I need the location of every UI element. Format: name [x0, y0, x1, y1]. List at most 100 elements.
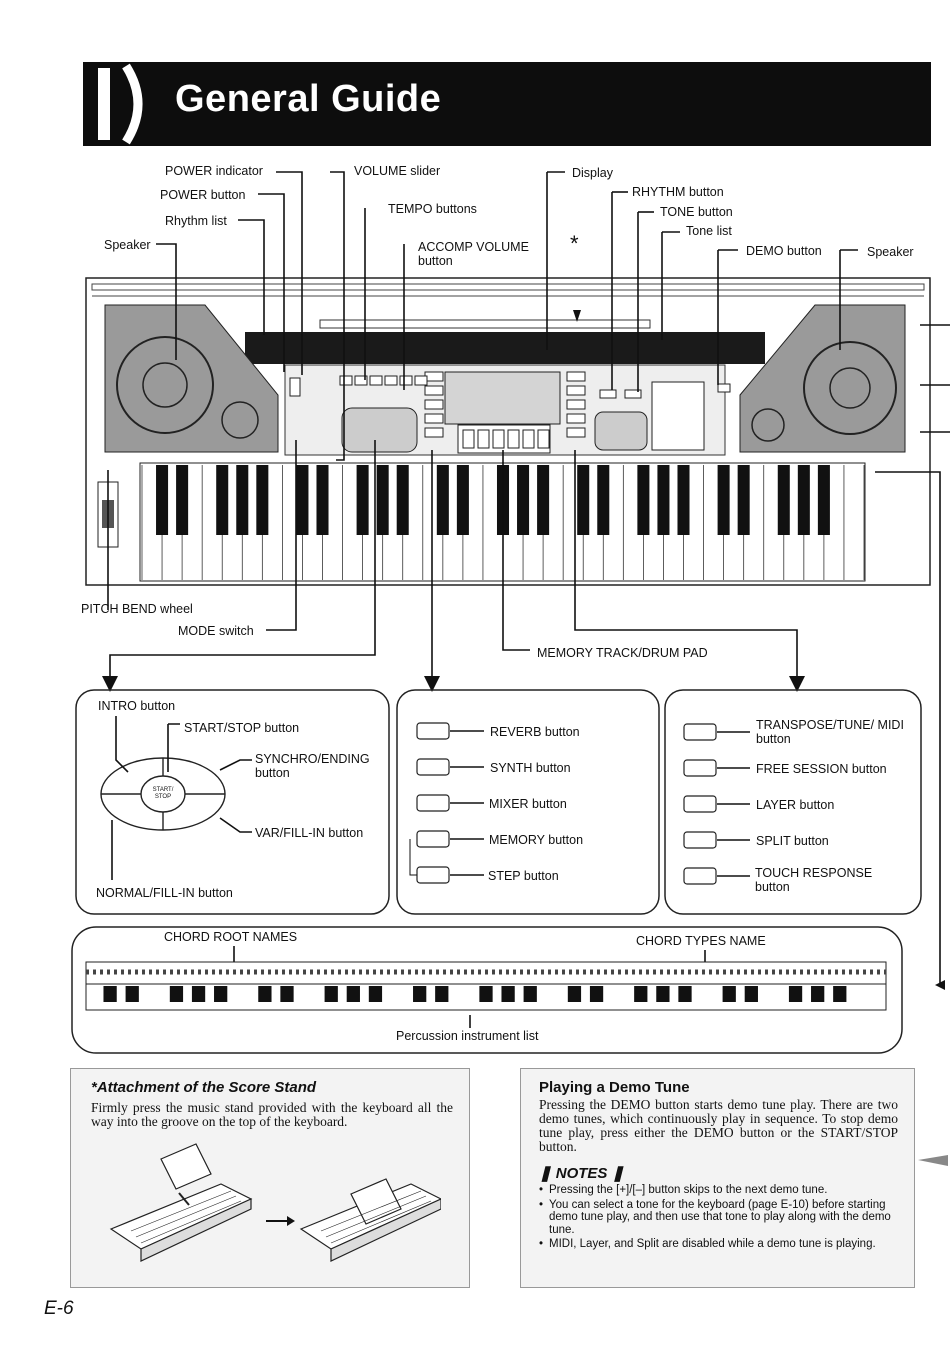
left-speaker [104, 304, 279, 453]
pitch-bend-label: PITCH BEND wheel [81, 602, 193, 616]
black-key [356, 465, 369, 535]
page-title: General Guide [175, 78, 442, 120]
mini-black-key [169, 986, 184, 1002]
start-stop-pad: START/ STOP [152, 787, 174, 800]
black-key [517, 465, 530, 535]
mini-black-key [258, 986, 272, 1002]
mini-black-key [413, 986, 427, 1002]
mini-black-key [678, 986, 692, 1002]
black-key [657, 465, 670, 535]
memory-button-label: MEMORY button [489, 833, 584, 847]
list-item: MIDI, Layer, and Split are disabled whil… [539, 1238, 898, 1251]
black-key [637, 465, 650, 535]
black-key [316, 465, 329, 535]
list-item: Pressing the [+]/[–] button skips to the… [539, 1184, 898, 1197]
transpose-button-label: TRANSPOSE/TUNE/ MIDI button [756, 718, 904, 746]
mini-black-key [125, 986, 139, 1002]
mini-black-key [214, 986, 228, 1002]
callout-arrows [102, 310, 945, 990]
speaker-right-label: Speaker [867, 245, 914, 259]
chord-types-name-label: CHORD TYPES NAME [636, 934, 766, 948]
mini-black-key [501, 986, 515, 1002]
chord-root-names-label: CHORD ROOT NAMES [164, 930, 298, 944]
volume-slider-label: VOLUME slider [354, 164, 441, 178]
reverb-button-label: REVERB button [490, 725, 580, 739]
black-key [296, 465, 309, 535]
mixer-button-label: MIXER button [489, 797, 567, 811]
callout-lines [107, 171, 950, 1028]
mini-black-key [280, 986, 294, 1002]
setup-buttons-panel [664, 689, 922, 915]
rhythm-list-label: Rhythm list [165, 214, 227, 228]
synth-button-label: SYNTH button [490, 761, 571, 775]
tone-button-label: TONE button [660, 205, 733, 219]
list-item: You can select a tone for the keyboard (… [539, 1199, 898, 1237]
mini-black-key [589, 986, 604, 1002]
page-edge-arrow [918, 1155, 948, 1166]
demo-button-label: DEMO button [746, 244, 822, 258]
black-key [176, 465, 189, 535]
power-button-label: POWER button [160, 188, 246, 202]
display-label: Display [572, 166, 613, 180]
black-key [597, 465, 610, 535]
percussion-list-label: Percussion instrument list [396, 1029, 539, 1043]
mini-black-key [656, 986, 670, 1002]
black-key [396, 465, 409, 535]
chapter-bracket-icon [98, 63, 143, 145]
mini-black-key [744, 986, 758, 1002]
mini-black-key [788, 986, 803, 1002]
free-session-button-label: FREE SESSION button [756, 762, 887, 776]
accomp-volume-label: ACCOMP VOLUME button [418, 240, 529, 268]
touch-response-button-label: TOUCH RESPONSE button [755, 866, 873, 894]
mini-black-key [479, 986, 493, 1002]
intro-button-label: INTRO button [98, 699, 176, 713]
score-stand-title: *Attachment of the Score Stand [91, 1079, 317, 1096]
rhythm-controller-pad [100, 757, 226, 831]
layer-button-label: LAYER button [756, 798, 835, 812]
black-key [216, 465, 229, 535]
black-key [577, 465, 590, 535]
black-key [817, 465, 830, 535]
power-indicator-label: POWER indicator [165, 164, 263, 178]
demo-tune-title: Playing a Demo Tune [539, 1079, 690, 1096]
start-stop-button-label: START/STOP button [184, 721, 300, 735]
rhythm-controller-panel [75, 689, 390, 915]
keyboard-body [85, 277, 931, 586]
black-key [677, 465, 690, 535]
mini-black-key [324, 986, 338, 1002]
function-button-graphics [416, 722, 450, 884]
mini-black-key [346, 986, 360, 1002]
mini-black-key [103, 986, 117, 1002]
tone-list-label: Tone list [686, 224, 732, 238]
black-key [256, 465, 269, 535]
black-key [717, 465, 730, 535]
black-key [236, 465, 249, 535]
setup-button-graphics [683, 723, 717, 885]
mini-black-key [634, 986, 648, 1002]
tempo-buttons-label: TEMPO buttons [388, 202, 477, 216]
normal-fill-in-label: NORMAL/FILL-IN button [96, 886, 233, 900]
mini-black-key [833, 986, 847, 1002]
chord-strip-panel [71, 926, 903, 1054]
mini-black-key [191, 986, 206, 1002]
demo-tune-body: Pressing the DEMO button starts demo tun… [539, 1097, 898, 1154]
black-key [436, 465, 449, 535]
black-key [777, 465, 790, 535]
mode-switch-label: MODE switch [178, 624, 254, 638]
mini-black-key [811, 986, 825, 1002]
demo-tune-box: Playing a Demo Tune Pressing the DEMO bu… [520, 1068, 915, 1288]
mini-black-key [368, 986, 383, 1002]
rhythm-button-label: RHYTHM button [632, 185, 724, 199]
function-buttons-panel [396, 689, 660, 915]
asterisk-mark: * [570, 231, 579, 256]
synchro-ending-label: SYNCHRO/ENDING button [255, 752, 370, 780]
mini-black-key [523, 986, 537, 1002]
notes-list: Pressing the [+]/[–] button skips to the… [539, 1184, 898, 1251]
memory-track-label: MEMORY TRACK/DRUM PAD [537, 646, 708, 660]
step-button-label: STEP button [488, 869, 559, 883]
black-key [376, 465, 389, 535]
black-key [456, 465, 469, 535]
notes-title-text: NOTES [555, 1165, 608, 1182]
speaker-left-label: Speaker [104, 238, 151, 252]
